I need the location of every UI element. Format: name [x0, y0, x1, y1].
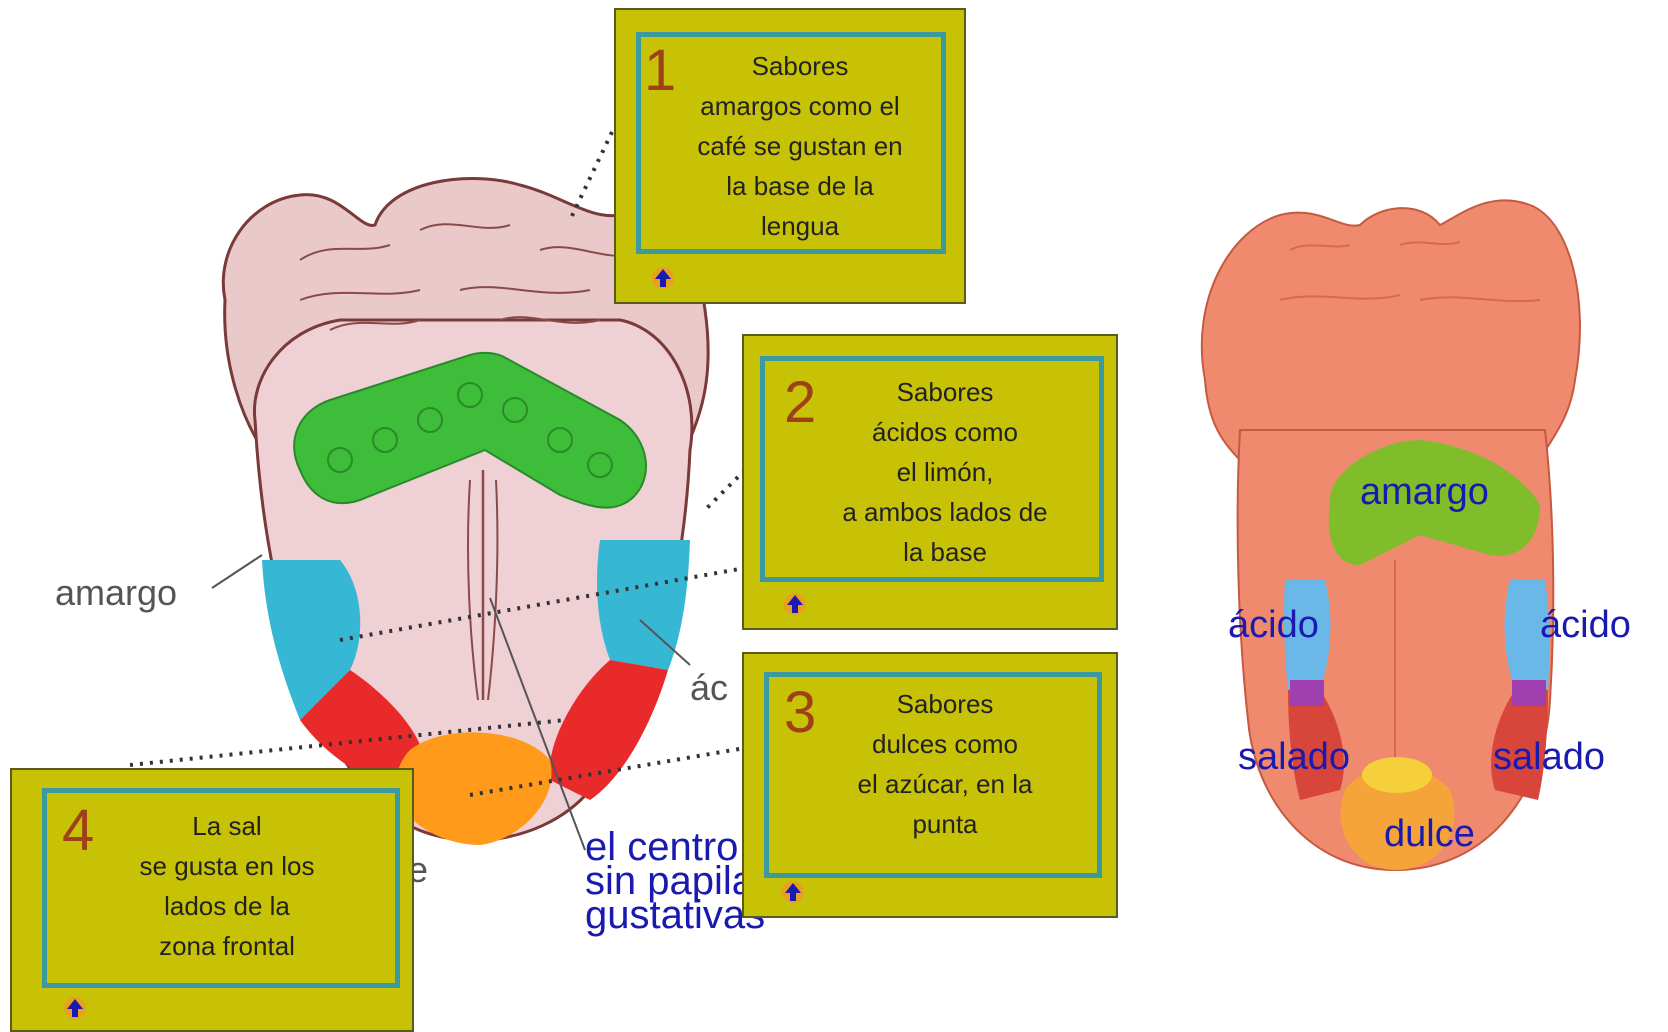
- label-dulce: dulce: [1384, 813, 1475, 855]
- info-box-3-text: Sabores dulces como el azúcar, en la pun…: [857, 689, 1033, 839]
- left-sour-zone-right: [597, 540, 690, 670]
- center-note-line-1: el centro: [585, 825, 739, 869]
- right-overlap-left: [1290, 680, 1324, 706]
- left-sweet-zone: [395, 732, 552, 845]
- center-pointer-line: [489, 597, 586, 851]
- info-box-2-frame: [760, 356, 1104, 582]
- dotted-connectors: [129, 131, 747, 797]
- up-arrow-icon[interactable]: [652, 266, 674, 290]
- left-bitter-zone: [293, 351, 647, 509]
- label-acido-right: ácido: [1540, 604, 1631, 646]
- info-box-3-number: 3: [784, 680, 817, 745]
- info-box-4-frame: [42, 788, 400, 988]
- label-amargo-right: amargo: [1360, 471, 1489, 513]
- center-note-line-3: gustativas: [585, 893, 766, 937]
- info-box-3[interactable]: 3 Sabores dulces como el azúcar, en la p…: [742, 652, 1118, 918]
- right-sour-zone-right: [1504, 580, 1550, 690]
- right-sour-zone-left: [1284, 580, 1331, 690]
- left-tongue-texture: [299, 223, 631, 701]
- left-tongue: [129, 131, 747, 851]
- info-box-2-text: Sabores ácidos como el limón, a ambos la…: [842, 377, 1048, 567]
- info-box-4-text: La sal se gusta en los lados de la zona …: [139, 811, 315, 961]
- left-sour-zone-left: [262, 560, 361, 720]
- label-salado-right: salado: [1493, 736, 1605, 778]
- label-acido-left: ácido: [1228, 604, 1319, 646]
- right-tongue-root: [1200, 199, 1581, 461]
- left-bitter-papillae: [327, 382, 613, 478]
- right-bitter-zone: [1328, 440, 1540, 565]
- right-sweet-center: [1362, 757, 1432, 793]
- info-box-2-number: 2: [784, 370, 817, 435]
- info-box-3-frame: [764, 672, 1102, 878]
- left-salty-zone-right: [549, 660, 668, 800]
- info-box-4[interactable]: 4 La sal se gusta en los lados de la zon…: [10, 768, 414, 1032]
- right-tongue-texture: [1279, 241, 1541, 760]
- right-sweet-zone: [1340, 767, 1455, 870]
- right-salty-zone-right: [1491, 690, 1548, 800]
- right-overlap-right: [1512, 680, 1546, 706]
- up-arrow-icon[interactable]: [64, 996, 86, 1020]
- info-box-1-text: Sabores amargos como el café se gustan e…: [697, 51, 903, 241]
- info-box-4-number: 4: [62, 798, 95, 863]
- info-box-2[interactable]: 2 Sabores ácidos como el limón, a ambos …: [742, 334, 1118, 630]
- info-box-1[interactable]: 1 Sabores amargos como el café se gustan…: [614, 8, 966, 304]
- right-tongue: [1200, 199, 1581, 872]
- up-arrow-icon[interactable]: [784, 592, 806, 616]
- info-box-1-number: 1: [644, 38, 677, 103]
- info-box-1-frame: [636, 32, 946, 254]
- right-salty-zone-left: [1288, 690, 1344, 800]
- label-salado-left: salado: [1238, 736, 1350, 778]
- label-amargo-left: amargo: [55, 572, 178, 613]
- up-arrow-icon[interactable]: [782, 880, 804, 904]
- acido-pointer-line: [639, 619, 691, 666]
- amargo-pointer-line: [211, 554, 263, 589]
- label-acido-partial: ác: [690, 667, 729, 708]
- left-salty-zone-left: [300, 670, 420, 790]
